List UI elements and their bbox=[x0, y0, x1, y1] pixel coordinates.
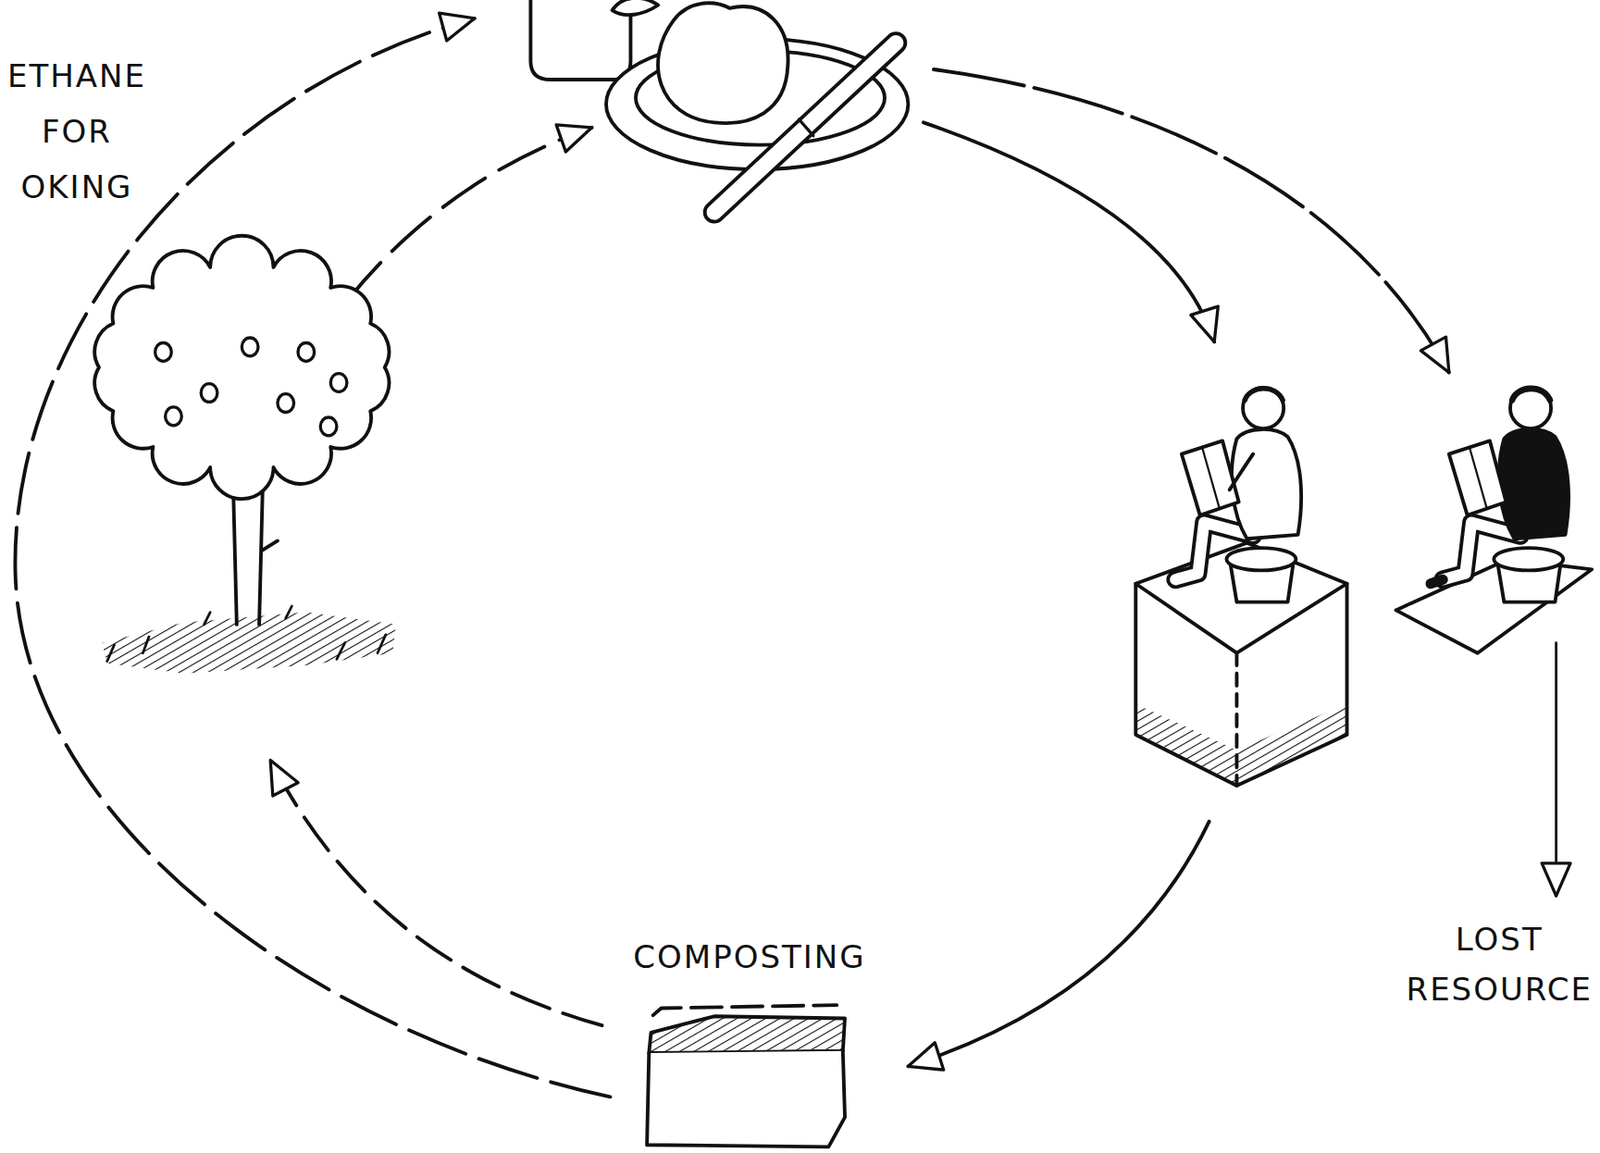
hand-lettered-label: ETHANE FOR OKING bbox=[7, 48, 147, 215]
newspaper-fold bbox=[1202, 446, 1220, 509]
newspaper-fold bbox=[1469, 446, 1488, 509]
compost-to-tree-arrow bbox=[270, 759, 602, 1026]
compost-lid bbox=[653, 1004, 837, 1016]
torso bbox=[1231, 429, 1302, 539]
fruit bbox=[330, 373, 348, 393]
toilet-box-sides bbox=[1135, 583, 1347, 786]
fruit bbox=[155, 343, 173, 362]
food-to-flush-toilet-arrow bbox=[933, 69, 1450, 373]
drawing bbox=[14, 0, 1592, 1147]
toilet-box-top bbox=[1135, 543, 1347, 654]
compost-chamber bbox=[1135, 704, 1347, 786]
food-to-compost-toilet-arrow bbox=[923, 122, 1215, 342]
arm bbox=[1229, 454, 1253, 491]
person-on-compost-toilet bbox=[1175, 387, 1302, 603]
compost-bin-node: COMPOSTING bbox=[573, 936, 926, 1148]
fruit bbox=[320, 417, 337, 436]
tree-to-food-arrow bbox=[347, 127, 593, 301]
toilet-seat bbox=[1226, 547, 1296, 571]
head bbox=[1242, 387, 1284, 429]
person-on-flush-toilet bbox=[1430, 387, 1569, 603]
hair bbox=[1244, 388, 1283, 400]
tree-canopy bbox=[94, 235, 389, 499]
apple bbox=[657, 2, 789, 124]
fruit bbox=[241, 337, 259, 357]
methane-label: ETHANE FOR OKING bbox=[7, 48, 147, 215]
newspaper bbox=[1449, 440, 1507, 515]
toilet-seat bbox=[1493, 547, 1563, 571]
fruit bbox=[277, 394, 295, 413]
head bbox=[1510, 387, 1551, 429]
toilet-to-compost-arrow bbox=[907, 821, 1209, 1067]
grass bbox=[107, 606, 386, 662]
knife-outline bbox=[714, 42, 896, 212]
lost-resource-arrow bbox=[1554, 643, 1558, 896]
fruit bbox=[165, 407, 183, 426]
lost-resource-label: LOST RESOURCE bbox=[1406, 914, 1593, 1015]
apple-leaf bbox=[612, 0, 659, 15]
hand-lettered-label: LOST RESOURCE bbox=[1406, 914, 1593, 1015]
hair bbox=[1512, 388, 1551, 400]
toilet-box-edge bbox=[1235, 653, 1240, 786]
shoe bbox=[1430, 579, 1443, 583]
compost-bin-body bbox=[646, 1051, 845, 1148]
node-heading: COMPOSTING bbox=[573, 936, 926, 978]
dark-torso bbox=[1499, 429, 1569, 539]
floor bbox=[1395, 558, 1592, 653]
compost-heap bbox=[648, 1016, 845, 1054]
apples-on-tree bbox=[155, 337, 348, 436]
newspaper bbox=[1181, 440, 1240, 515]
knife-fill bbox=[714, 42, 896, 212]
fruit bbox=[200, 384, 218, 403]
fruit bbox=[297, 343, 315, 362]
knife-bolster bbox=[798, 119, 813, 137]
